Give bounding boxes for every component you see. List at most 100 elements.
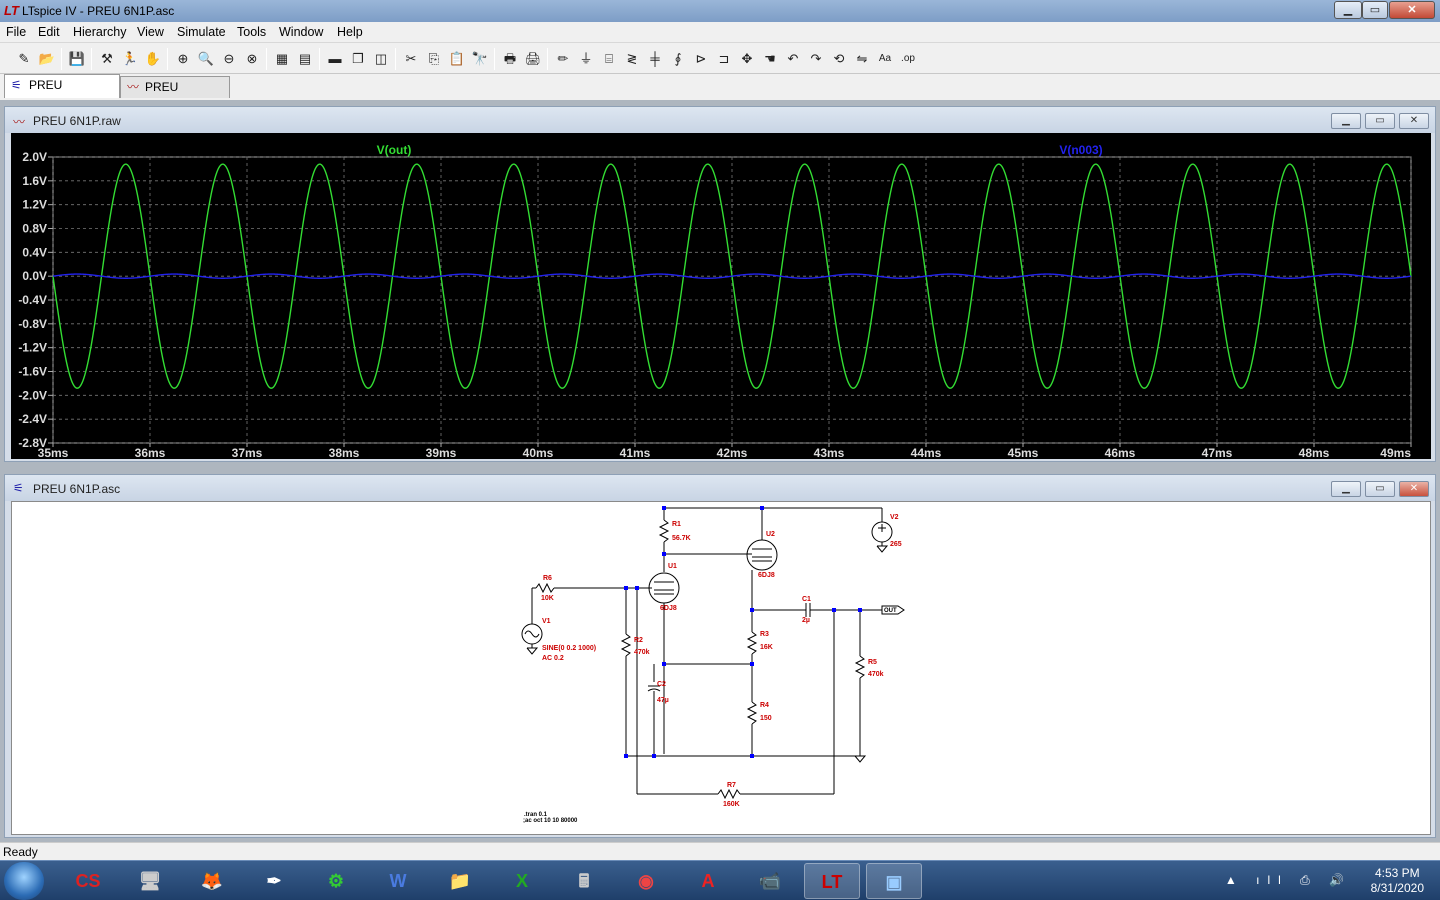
excel-icon[interactable]: X (515, 871, 528, 891)
waveform-window-titlebar[interactable]: 〰 PREU 6N1P.raw ▁ ▭ ✕ (5, 107, 1435, 133)
menu-edit[interactable]: Edit (38, 25, 60, 39)
schematic-canvas[interactable]: R1 56.7K U1 6DJ8 U2 6DJ8 R3 16K R4 150 C… (11, 501, 1431, 835)
zoom-out-icon[interactable]: ⊖ (223, 51, 235, 66)
wire-icon[interactable]: ✏ (557, 51, 569, 66)
clock[interactable]: 4:53 PM 8/31/2020 (1371, 866, 1424, 896)
minimize-button[interactable]: ▁ (1334, 1, 1362, 19)
x-tick-label: 36ms (135, 446, 166, 459)
firefox-icon[interactable]: 🦊 (200, 871, 224, 891)
spice-directive-icon[interactable]: .op (901, 53, 915, 64)
zoom-icon[interactable]: 📹 (758, 871, 782, 891)
drag-icon[interactable]: ☚ (764, 51, 776, 66)
u1-label: U1 (668, 563, 677, 570)
new-schematic-icon[interactable]: ✎ (18, 51, 30, 66)
waveform-maximize-button[interactable]: ▭ (1365, 113, 1395, 129)
menu-help[interactable]: Help (337, 25, 363, 39)
schematic-maximize-button[interactable]: ▭ (1365, 481, 1395, 497)
menu-tools[interactable]: Tools (237, 25, 267, 39)
autorange-icon[interactable]: ▦ (275, 51, 289, 66)
computer-icon[interactable]: 🖥 (138, 871, 162, 891)
app-green-icon[interactable]: ⚙ (327, 871, 345, 891)
save-icon[interactable]: 💾 (68, 51, 86, 66)
capacitor-icon[interactable]: ╪ (650, 51, 660, 66)
print-icon[interactable]: 🖨 (524, 51, 542, 66)
eagle-icon[interactable]: CS (75, 871, 101, 891)
cut-icon[interactable]: ✂ (405, 51, 417, 66)
window-title: LTspice IV - PREU 6N1P.asc (22, 4, 175, 18)
spice-directive-tran[interactable]: .tran 0.1 (524, 812, 548, 818)
halt-icon[interactable]: ✋ (144, 51, 162, 66)
x-tick-label: 37ms (232, 446, 263, 459)
spice-directive-ac[interactable]: ;ac oct 10 10 80000 (523, 818, 578, 824)
zoom-in-icon[interactable]: ⊕ (177, 51, 189, 66)
word-icon[interactable]: W (389, 871, 407, 891)
system-tray[interactable]: ▲ ıll ⎙ 🔊 (1224, 873, 1352, 887)
inkscape-icon[interactable]: ✒ (266, 871, 282, 891)
menu-file[interactable]: File (6, 25, 27, 39)
menu-simulate[interactable]: Simulate (177, 25, 226, 39)
waveform-close-button[interactable]: ✕ (1399, 113, 1429, 129)
y-tick-label: 0.8V (22, 222, 47, 236)
legend-2[interactable]: V(n003) (1059, 143, 1102, 157)
copy-icon[interactable]: ⎘ (428, 51, 440, 66)
legend-1[interactable]: V(out) (377, 143, 412, 157)
v2-label: V2 (890, 514, 899, 521)
cascade-icon[interactable]: ❐ (352, 51, 364, 66)
schematic-minimize-button[interactable]: ▁ (1331, 481, 1361, 497)
ground-icon[interactable]: ⏚ (579, 51, 593, 66)
tile-vertical-icon[interactable]: ◫ (374, 51, 388, 66)
open-icon[interactable]: 📂 (38, 51, 56, 66)
inductor-icon[interactable]: ∮ (674, 51, 682, 66)
close-button[interactable]: ✕ (1389, 1, 1435, 19)
find-icon[interactable]: 🔭 (471, 51, 489, 66)
x-tick-label: 45ms (1008, 446, 1039, 459)
start-button[interactable] (4, 862, 44, 900)
tab-waveform[interactable]: 〰PREU 6N1P.raw (120, 76, 230, 114)
y-tick-label: 1.6V (22, 174, 47, 188)
ltspice-icon[interactable]: LT (804, 863, 860, 899)
c2-label: C2 (657, 681, 666, 688)
chrome-icon[interactable]: ◉ (638, 871, 654, 891)
component-icon[interactable]: ⊐ (718, 51, 730, 66)
waveform-chart[interactable]: 2.0V1.6V1.2V0.8V0.4V0.0V-0.4V-0.8V-1.2V-… (11, 133, 1431, 460)
diode-icon[interactable]: ⊳ (695, 51, 707, 66)
control-panel-icon[interactable]: ⚒ (101, 51, 113, 66)
tab-schematic[interactable]: ⚟PREU 6N1P.asc (4, 74, 120, 112)
menu-hierarchy[interactable]: Hierarchy (73, 25, 127, 39)
schematic-close-button[interactable]: ✕ (1399, 481, 1429, 497)
explorer-icon[interactable]: 📁 (448, 871, 472, 891)
calculator-icon[interactable]: 🖩 (578, 871, 590, 891)
run-icon[interactable]: 🏃 (121, 51, 139, 66)
resistor-icon[interactable]: ≷ (626, 51, 638, 66)
move-icon[interactable]: ✥ (741, 51, 753, 66)
redo-icon[interactable]: ↷ (810, 51, 822, 66)
text-icon[interactable]: Aa (878, 53, 892, 64)
x-tick-label: 47ms (1202, 446, 1233, 459)
print-setup-icon[interactable]: 🖶 (503, 51, 517, 66)
rotate-icon[interactable]: ⟲ (833, 51, 845, 66)
mirror-icon[interactable]: ⇋ (856, 51, 868, 66)
r4-label: R4 (760, 702, 769, 709)
tile-horizontal-icon[interactable]: ▬ (328, 51, 342, 66)
schematic-drawing[interactable]: R1 56.7K U1 6DJ8 U2 6DJ8 R3 16K R4 150 C… (12, 502, 1432, 836)
paste-icon[interactable]: 📋 (448, 51, 466, 66)
menu-view[interactable]: View (137, 25, 164, 39)
undo-icon[interactable]: ↶ (787, 51, 799, 66)
photos-icon[interactable]: ▣ (866, 863, 922, 899)
maximize-button[interactable]: ▭ (1362, 1, 1388, 19)
r1-value: 56.7K (672, 535, 691, 542)
pan-icon[interactable]: 🔍 (197, 51, 215, 66)
menu-window[interactable]: Window (279, 25, 324, 39)
waveform-minimize-button[interactable]: ▁ (1331, 113, 1361, 129)
grid-icon[interactable]: ▤ (298, 51, 312, 66)
x-tick-label: 42ms (717, 446, 748, 459)
zoom-fit-icon[interactable]: ⊗ (246, 51, 258, 66)
x-tick-label: 46ms (1105, 446, 1136, 459)
schematic-window-titlebar[interactable]: ⚟ PREU 6N1P.asc ▁ ▭ ✕ (5, 475, 1435, 501)
acrobat-icon[interactable]: A (701, 871, 715, 891)
v1-value: SINE(0 0.2 1000) (542, 645, 596, 652)
y-tick-label: 0.4V (22, 245, 47, 259)
label-net-icon[interactable]: ⌸ (605, 51, 613, 66)
y-tick-label: -2.0V (18, 388, 47, 402)
